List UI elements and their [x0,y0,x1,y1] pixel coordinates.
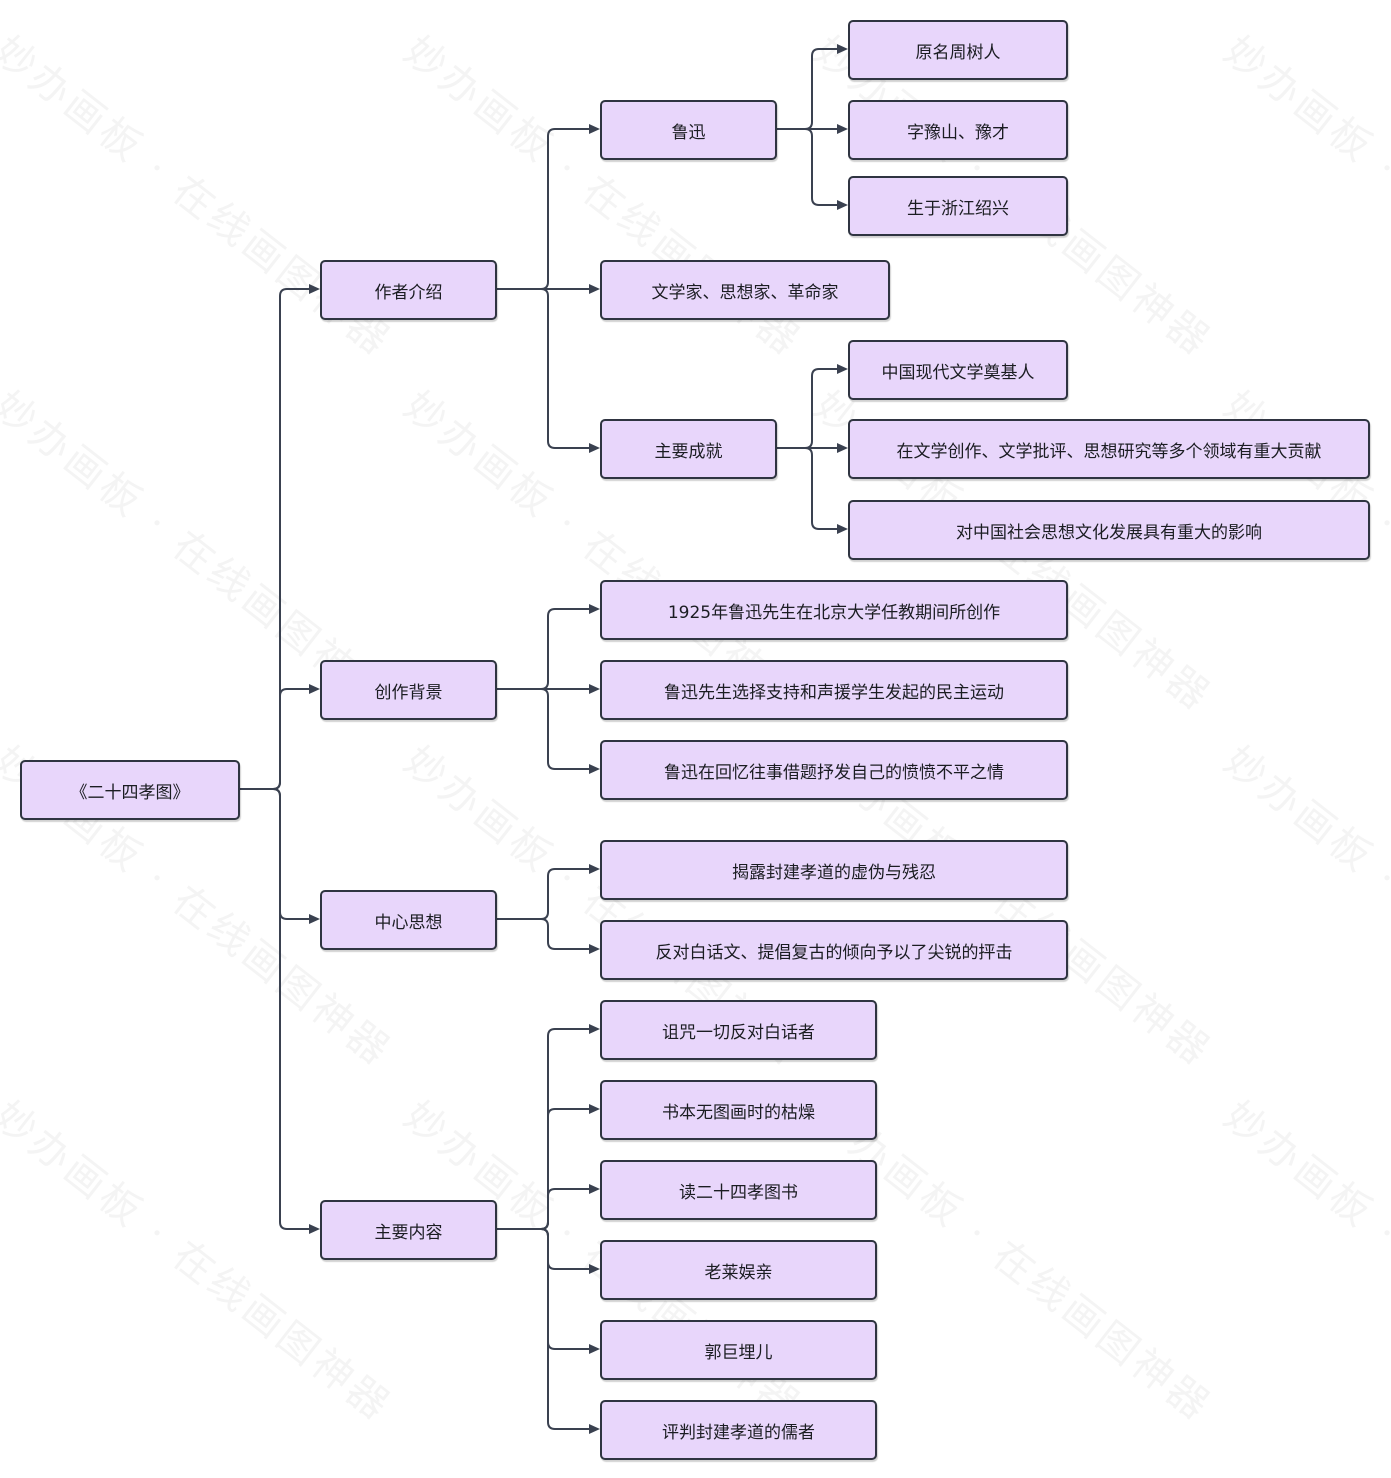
central-idea-connector-1-arrowhead [589,944,600,954]
achievements-connector-0 [777,368,838,449]
node-idea-2[interactable]: 反对白话文、提倡复古的倾向予以了尖锐的抨击 [600,920,1068,980]
root-connector-2-arrowhead [309,914,320,924]
background-connector-2-arrowhead [589,764,600,774]
background-connector-0-arrowhead [589,604,600,614]
achievements-connector-2-arrowhead [837,524,848,534]
lu-xun-connector-1-arrowhead [837,124,848,134]
main-content-connector-3-arrowhead [589,1264,600,1274]
root-connector-3 [240,788,310,1230]
lu-xun-connector-0-arrowhead [837,44,848,54]
main-content-connector-3 [497,1228,590,1270]
main-content-connector-5-arrowhead [589,1424,600,1434]
main-content-connector-2 [497,1188,590,1230]
node-main-content[interactable]: 主要内容 [320,1200,497,1260]
root-connector-0 [240,288,310,790]
main-content-connector-0-arrowhead [589,1024,600,1034]
author-intro-connector-2-arrowhead [589,443,600,453]
root-connector-2 [240,788,310,920]
node-achievement-contribution[interactable]: 在文学创作、文学批评、思想研究等多个领域有重大贡献 [848,419,1370,479]
author-intro-connector-0 [497,128,590,290]
lu-xun-connector-2-arrowhead [837,200,848,210]
node-content-2[interactable]: 书本无图画时的枯燥 [600,1080,877,1140]
main-content-connector-2-arrowhead [589,1184,600,1194]
node-root[interactable]: 《二十四孝图》 [20,760,240,820]
main-content-connector-1-arrowhead [589,1104,600,1114]
main-content-connector-4-arrowhead [589,1344,600,1354]
background-connector-1-arrowhead [589,684,600,694]
node-birthplace[interactable]: 生于浙江绍兴 [848,176,1068,236]
central-idea-connector-1 [497,918,590,950]
node-background-3[interactable]: 鲁迅在回忆往事借题抒发自己的愤愤不平之情 [600,740,1068,800]
central-idea-connector-0-arrowhead [589,864,600,874]
author-intro-connector-0-arrowhead [589,124,600,134]
node-identity[interactable]: 文学家、思想家、革命家 [600,260,890,320]
lu-xun-connector-0 [777,48,838,130]
background-connector-2 [497,688,590,770]
root-connector-0-arrowhead [309,284,320,294]
lu-xun-connector-2 [777,128,838,206]
node-achievement-influence[interactable]: 对中国社会思想文化发展具有重大的影响 [848,500,1370,560]
node-author-intro[interactable]: 作者介绍 [320,260,497,320]
central-idea-connector-0 [497,868,590,920]
node-achievement-founder[interactable]: 中国现代文学奠基人 [848,340,1068,400]
root-connector-1 [240,688,310,790]
node-real-name[interactable]: 原名周树人 [848,20,1068,80]
author-intro-connector-1-arrowhead [589,284,600,294]
node-courtesy-name[interactable]: 字豫山、豫才 [848,100,1068,160]
achievements-connector-0-arrowhead [837,364,848,374]
root-connector-3-arrowhead [309,1224,320,1234]
node-content-3[interactable]: 读二十四孝图书 [600,1160,877,1220]
author-intro-connector-2 [497,288,590,449]
main-content-connector-5 [497,1228,590,1430]
background-connector-0 [497,608,590,690]
node-background[interactable]: 创作背景 [320,660,497,720]
node-lu-xun[interactable]: 鲁迅 [600,100,777,160]
main-content-connector-1 [497,1108,590,1230]
node-background-1[interactable]: 1925年鲁迅先生在北京大学任教期间所创作 [600,580,1068,640]
node-background-2[interactable]: 鲁迅先生选择支持和声援学生发起的民主运动 [600,660,1068,720]
node-idea-1[interactable]: 揭露封建孝道的虚伪与残忍 [600,840,1068,900]
node-achievements[interactable]: 主要成就 [600,419,777,479]
main-content-connector-4 [497,1228,590,1350]
achievements-connector-1-arrowhead [837,443,848,453]
node-central-idea[interactable]: 中心思想 [320,890,497,950]
node-content-6[interactable]: 评判封建孝道的儒者 [600,1400,877,1460]
node-content-5[interactable]: 郭巨埋儿 [600,1320,877,1380]
root-connector-1-arrowhead [309,684,320,694]
main-content-connector-0 [497,1028,590,1230]
node-content-1[interactable]: 诅咒一切反对白话者 [600,1000,877,1060]
achievements-connector-2 [777,447,838,530]
node-content-4[interactable]: 老莱娱亲 [600,1240,877,1300]
